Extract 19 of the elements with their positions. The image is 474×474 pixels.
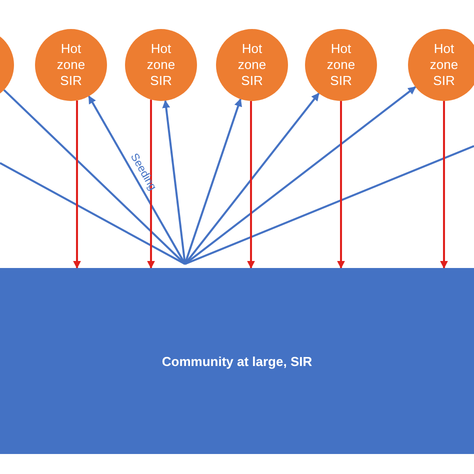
node-label: Hot zone SIR [326,41,356,89]
arrow [337,101,345,269]
arrow [247,100,255,269]
node-label: Hot zone SIR [146,41,176,89]
arrow [184,86,416,265]
arrow [184,92,320,265]
arrow [440,101,448,269]
connector-line [0,162,186,265]
arrow [147,100,155,269]
arrow [73,100,81,269]
node-label: Hot zone SIR [428,41,460,89]
arrow [184,98,242,264]
node-label: Hot zone SIR [56,41,86,89]
node-label: Community at large, SIR [162,354,312,368]
node-label: Hot zone SIR [236,41,268,89]
community-box [0,268,474,454]
arrow [162,100,186,264]
connector-line [184,145,474,265]
arrow [88,96,186,264]
